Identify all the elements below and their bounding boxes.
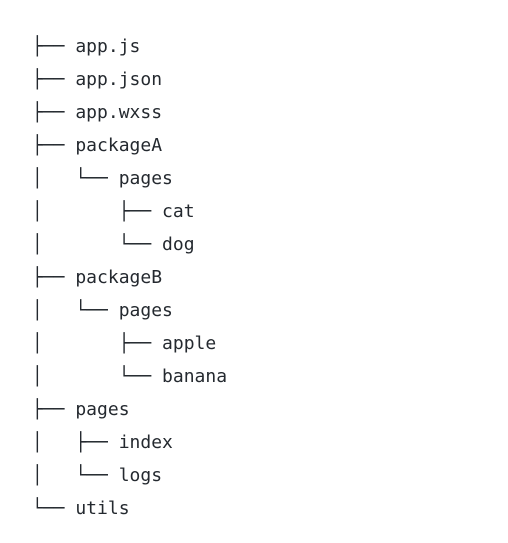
tree-line-packageB: ├── packageB [32, 267, 163, 288]
tree-line-banana: │ └── banana [32, 366, 228, 387]
tree-line-utils: └── utils [32, 498, 130, 519]
file-tree: ├── app.js ├── app.json ├── app.wxss ├──… [32, 30, 508, 525]
tree-line-packageA-pages: │ └── pages [32, 168, 173, 189]
tree-line-packageA: ├── packageA [32, 135, 163, 156]
tree-line-logs: │ └── logs [32, 465, 163, 486]
tree-line-cat: │ ├── cat [32, 201, 195, 222]
tree-line-app-json: ├── app.json [32, 69, 163, 90]
tree-line-packageB-pages: │ └── pages [32, 300, 173, 321]
tree-line-app-js: ├── app.js [32, 36, 141, 57]
tree-line-app-wxss: ├── app.wxss [32, 102, 163, 123]
tree-line-dog: │ └── dog [32, 234, 195, 255]
tree-line-pages: ├── pages [32, 399, 130, 420]
tree-line-apple: │ ├── apple [32, 333, 217, 354]
tree-line-index: │ ├── index [32, 432, 173, 453]
